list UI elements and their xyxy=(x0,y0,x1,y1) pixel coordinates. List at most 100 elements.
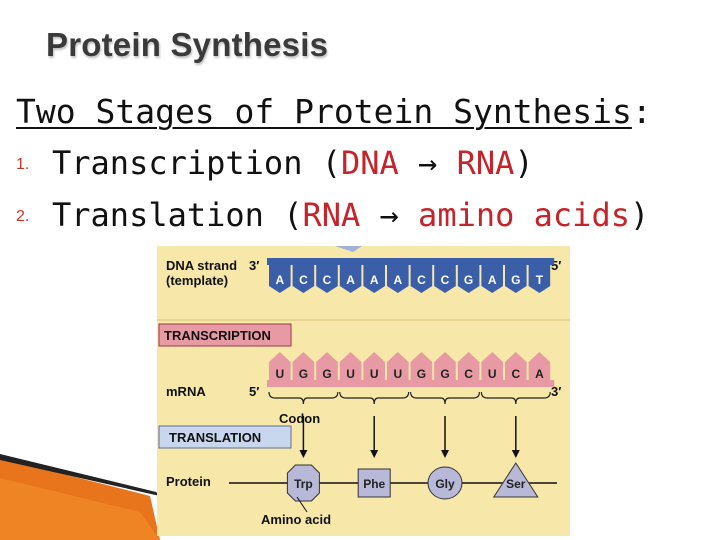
protein-chain: Trp Phe Gly Ser xyxy=(229,391,557,513)
dna-base-letter: G xyxy=(464,273,473,287)
dna-base-letter: A xyxy=(275,273,284,287)
mrna-base-letter: U xyxy=(488,367,497,381)
dna-base xyxy=(410,265,433,293)
mrna-base-letter: A xyxy=(535,367,544,381)
mrna-base xyxy=(505,352,527,380)
dna-end-5prime: 5′ xyxy=(551,258,561,273)
top-arrow-shape xyxy=(335,246,362,252)
item-product: RNA xyxy=(456,144,515,182)
mrna-base-letter: G xyxy=(299,367,308,381)
mrna-base xyxy=(434,352,456,380)
dna-template-label: (template) xyxy=(166,273,228,288)
item-product: amino acids xyxy=(418,196,630,234)
mrna-base-letter: U xyxy=(346,367,355,381)
mrna-base xyxy=(339,352,362,380)
mrna-base-letter: C xyxy=(464,367,473,381)
amino-acid-shape xyxy=(357,468,391,498)
dna-base xyxy=(339,265,362,293)
amino-acid-shape xyxy=(492,462,539,498)
mrna-base xyxy=(410,352,433,380)
translation-label: TRANSLATION xyxy=(169,430,261,445)
mrna-base xyxy=(363,352,385,380)
amino-acid-label: Amino acid xyxy=(261,512,331,527)
dna-backbone xyxy=(267,258,555,265)
mrna-end-5prime: 5′ xyxy=(249,384,259,399)
mrna-base-letter: U xyxy=(370,367,379,381)
amino-acid-name: Gly xyxy=(435,477,455,491)
corner-dark-stripe xyxy=(0,454,160,496)
arrow-icon: → xyxy=(398,144,457,182)
dna-base-letter: G xyxy=(511,273,520,287)
dna-base-letter: C xyxy=(299,273,308,287)
mrna-base-letter: U xyxy=(393,367,402,381)
item-source: RNA xyxy=(302,196,361,234)
amino-acid-pointer xyxy=(296,496,308,513)
dna-base xyxy=(505,265,527,293)
mrna-label: mRNA xyxy=(166,384,206,399)
mrna-base xyxy=(481,352,503,380)
transcription-label: TRANSCRIPTION xyxy=(164,328,271,343)
arrow-head-icon xyxy=(511,450,520,458)
section-heading: Two Stages of Protein Synthesis: xyxy=(16,92,652,131)
mrna-base-letter: C xyxy=(511,367,520,381)
list-number: 2. xyxy=(16,208,30,225)
item-text: Translation ( xyxy=(52,196,303,234)
amino-acid-name: Phe xyxy=(363,477,385,491)
item-close: ) xyxy=(514,144,534,182)
corner-decoration xyxy=(0,454,160,540)
dna-end-3prime: 3′ xyxy=(249,258,259,273)
arrow-head-icon xyxy=(370,450,379,458)
mrna-base xyxy=(528,352,551,380)
mrna-base-letter: G xyxy=(440,367,449,381)
dna-base xyxy=(292,265,315,293)
heading-colon: : xyxy=(631,92,652,131)
dna-base xyxy=(316,265,338,293)
item-close: ) xyxy=(629,196,650,234)
arrow-head-icon xyxy=(441,450,449,458)
dna-base-letter: A xyxy=(370,273,379,287)
list-item-translation: 2. Translation (RNA → amino acids) xyxy=(16,196,649,234)
codon-bracket xyxy=(410,391,480,405)
dna-base xyxy=(481,265,503,293)
mrna-backbone xyxy=(267,380,555,387)
dna-base xyxy=(434,265,456,293)
dna-base-letter: A xyxy=(346,273,355,287)
transcription-box xyxy=(158,323,292,347)
amino-acid-name: Ser xyxy=(506,477,526,491)
mrna-base xyxy=(387,352,409,380)
dna-strand-label: DNA strand xyxy=(166,258,237,273)
codon-label: Codon xyxy=(279,411,320,426)
codon-bracket xyxy=(339,391,410,405)
list-item-transcription: 1. Transcription (DNA → RNA) xyxy=(16,144,534,182)
protein-label: Protein xyxy=(166,474,211,489)
list-number: 1. xyxy=(16,156,30,173)
dna-base xyxy=(363,265,385,293)
mrna-base-letter: G xyxy=(322,367,331,381)
item-source: DNA xyxy=(340,144,399,182)
amino-acid-shape xyxy=(286,464,320,502)
dna-base-letter: T xyxy=(536,273,544,287)
dna-base-letter: C xyxy=(441,273,450,287)
dna-base xyxy=(387,265,409,293)
arrow-icon: → xyxy=(360,196,419,234)
translation-box xyxy=(158,425,292,449)
codon-bracket xyxy=(480,391,551,405)
dna-base-letter: C xyxy=(417,273,426,287)
slide-title: Protein Synthesis xyxy=(46,26,329,63)
mrna-base xyxy=(269,352,291,380)
codon-bracket xyxy=(268,391,339,405)
dna-base-letter: A xyxy=(393,273,402,287)
mrna-base xyxy=(316,352,338,380)
dna-base-letter: A xyxy=(488,273,497,287)
amino-acid-name: Trp xyxy=(294,477,313,491)
mrna-end-3prime: 3′ xyxy=(551,384,561,399)
corner-orange-light xyxy=(0,478,160,540)
dna-base-letter: C xyxy=(323,273,332,287)
dna-base xyxy=(269,265,291,293)
item-text: Transcription ( xyxy=(52,144,341,182)
heading-text: Two Stages of Protein Synthesis xyxy=(16,92,632,131)
mrna-base xyxy=(457,352,480,380)
